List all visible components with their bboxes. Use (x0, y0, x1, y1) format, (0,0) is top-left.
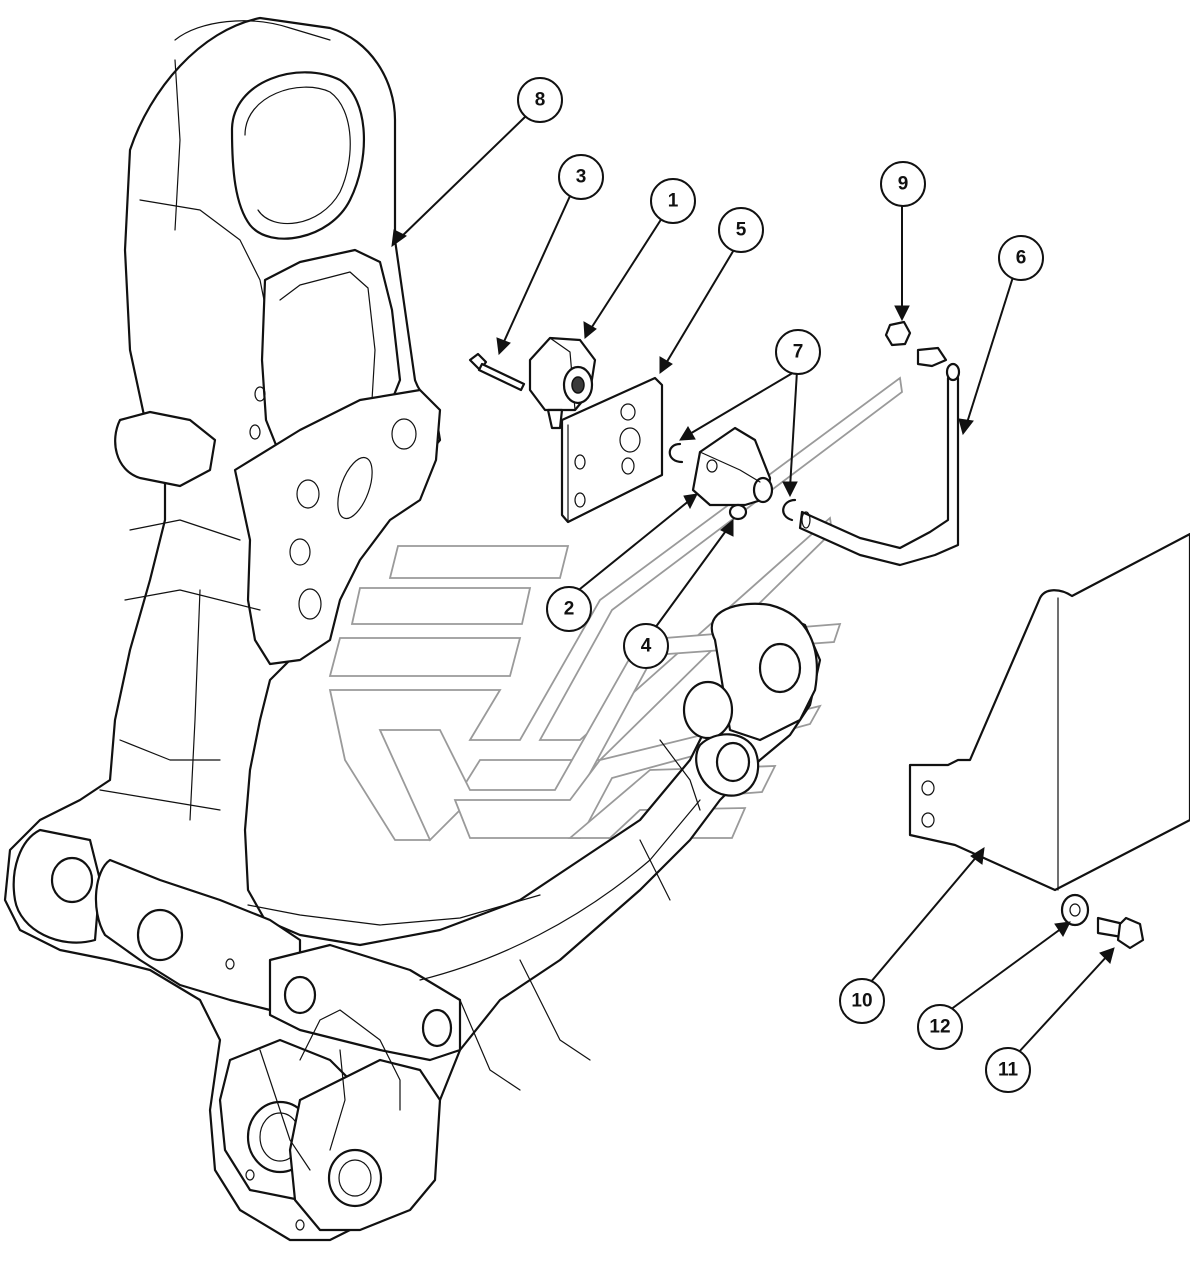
balloon-9: 9 (880, 161, 926, 207)
arrow-6 (958, 418, 974, 436)
arrow-1 (583, 321, 597, 340)
callout-balloons: 8 3 1 5 7 9 6 2 (517, 77, 1044, 1093)
balloon-11: 11 (985, 1047, 1031, 1093)
leader-arrowheads (391, 229, 1115, 964)
part-10-guard-plate (908, 532, 1190, 892)
leader-5 (664, 247, 736, 366)
arrow-3 (496, 337, 511, 356)
balloon-2: 2 (546, 586, 592, 632)
leader-lines (397, 116, 1109, 1054)
part-3-bolt (468, 352, 526, 392)
arrow-5 (659, 356, 673, 374)
leader-1 (589, 217, 663, 331)
part-1-sensor (528, 336, 597, 430)
balloon-label-1: 1 (668, 191, 679, 212)
leader-6 (965, 276, 1014, 427)
part-11-bolt (1096, 916, 1145, 950)
balloon-12: 12 (917, 1004, 963, 1050)
leader-11 (1017, 954, 1109, 1054)
part-7-clip-left (668, 442, 684, 464)
part-5-mounting-plate (560, 376, 664, 524)
balloon-5: 5 (718, 207, 764, 253)
balloon-label-2: 2 (564, 599, 575, 620)
arrow-11 (1099, 947, 1115, 964)
leader-3 (501, 195, 571, 347)
balloon-label-11: 11 (998, 1060, 1019, 1081)
arrow-10 (970, 847, 985, 865)
loader-arm (3, 16, 822, 1242)
balloon-label-12: 12 (929, 1017, 950, 1038)
leader-2 (574, 499, 691, 594)
arrow-8 (391, 229, 407, 248)
balloon-4: 4 (623, 623, 669, 669)
part-2-bracket (691, 426, 774, 507)
arrow-7a (679, 426, 696, 441)
part-4-nut (728, 503, 748, 521)
balloon-3: 3 (558, 154, 604, 200)
balloon-7: 7 (775, 329, 821, 375)
part-9-nut (884, 320, 912, 347)
arrow-12 (1054, 921, 1071, 937)
arrow-9 (894, 305, 910, 322)
balloon-label-5: 5 (736, 220, 747, 241)
balloon-10: 10 (839, 978, 885, 1024)
balloon-label-6: 6 (1016, 248, 1027, 269)
part-6-linkage-rod (798, 346, 961, 567)
leader-12 (949, 927, 1063, 1011)
arrow-4 (720, 518, 734, 537)
arrow-7b (782, 481, 798, 498)
leader-8 (397, 116, 526, 241)
balloon-6: 6 (998, 235, 1044, 281)
balloon-label-3: 3 (576, 167, 587, 188)
balloon-label-8: 8 (535, 90, 546, 111)
leader-7a (687, 370, 797, 436)
balloon-label-7: 7 (793, 342, 804, 363)
leader-10 (869, 854, 979, 984)
balloon-8: 8 (517, 77, 563, 123)
balloon-label-9: 9 (898, 174, 909, 195)
part-7-clip-right (782, 498, 797, 522)
arrow-2 (683, 493, 698, 510)
part-12-washer (1060, 893, 1090, 927)
leader-7b (789, 370, 798, 489)
balloon-label-10: 10 (851, 991, 872, 1012)
balloon-1: 1 (650, 178, 696, 224)
balloon-label-4: 4 (641, 636, 652, 657)
leader-4 (654, 527, 729, 629)
